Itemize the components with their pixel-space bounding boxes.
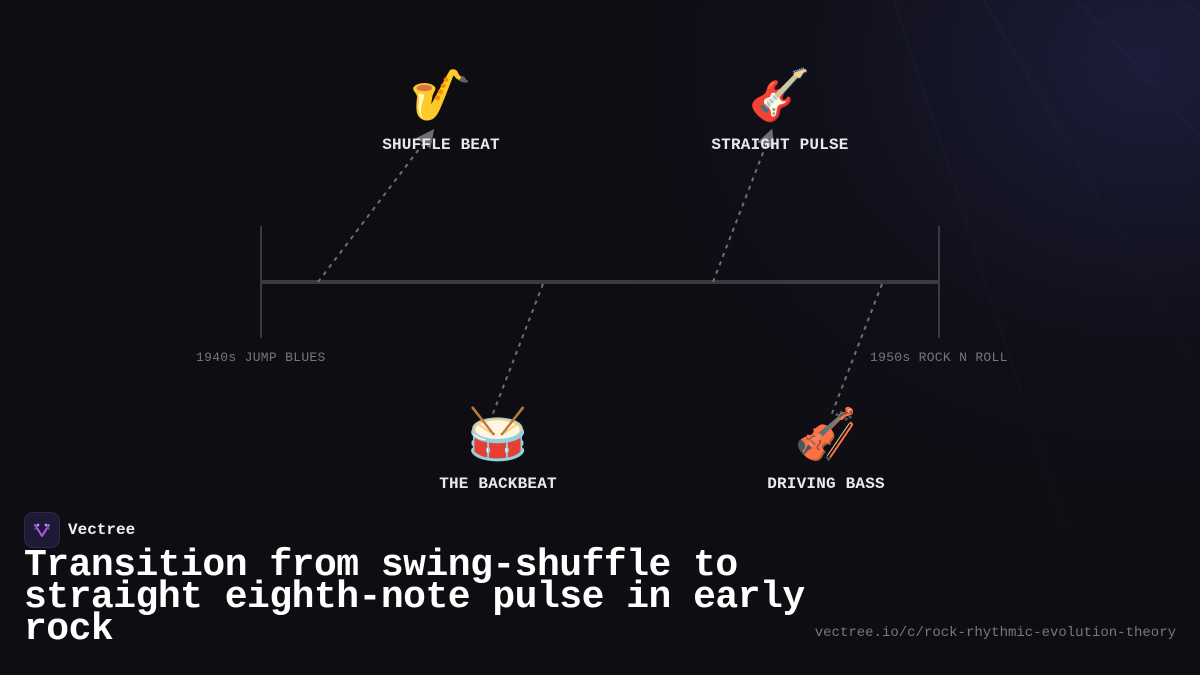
brand-name: Vectree xyxy=(68,521,136,539)
connector-the-backbeat xyxy=(491,283,544,417)
node-shuffle-beat: 🎷 SHUFFLE BEAT xyxy=(331,66,551,154)
connector-straight-pulse xyxy=(712,128,775,283)
node-the-backbeat: 🥁 THE BACKBEAT xyxy=(388,405,608,493)
connector-driving-bass xyxy=(830,283,883,417)
source-url[interactable]: vectree.io/c/rock-rhythmic-evolution-the… xyxy=(814,625,1176,641)
timeline-end-label: 1950s ROCK N ROLL xyxy=(870,350,1008,365)
node-straight-pulse: 🎸 STRAIGHT PULSE xyxy=(670,66,890,154)
node-label: SHUFFLE BEAT xyxy=(382,136,500,154)
page-title: Transition from swing-shuffle to straigh… xyxy=(24,544,805,651)
node-label: DRIVING BASS xyxy=(767,475,885,493)
violin-icon: 🎻 xyxy=(794,405,858,463)
vectree-logo-icon xyxy=(24,512,60,548)
node-label: THE BACKBEAT xyxy=(439,475,557,493)
node-driving-bass: 🎻 DRIVING BASS xyxy=(716,405,936,493)
guitar-icon: 🎸 xyxy=(748,66,812,124)
connector-shuffle-beat xyxy=(317,129,435,283)
node-label: STRAIGHT PULSE xyxy=(711,136,849,154)
drum-icon: 🥁 xyxy=(466,405,530,463)
timeline-start-label: 1940s JUMP BLUES xyxy=(196,350,326,365)
brand: Vectree xyxy=(24,512,135,548)
saxophone-icon: 🎷 xyxy=(409,66,473,124)
